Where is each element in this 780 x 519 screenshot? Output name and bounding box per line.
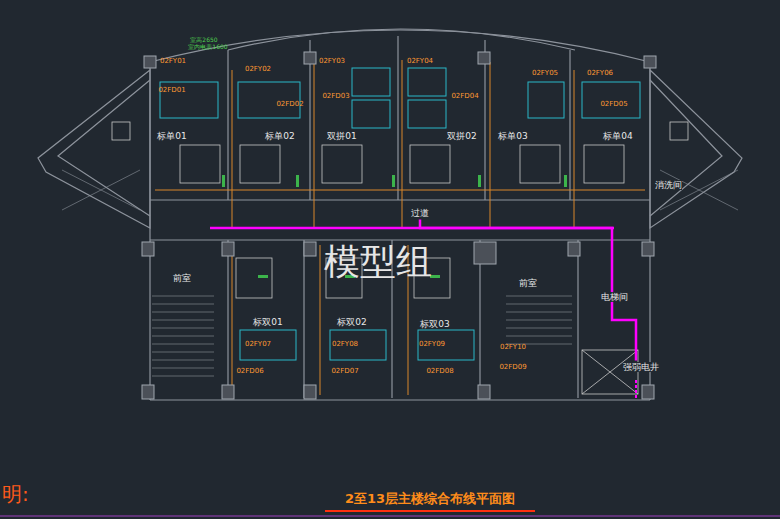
note-heading: 明: bbox=[2, 483, 29, 505]
outlet-code: 02FD02 bbox=[276, 101, 303, 109]
outlet-code: 02FD01 bbox=[158, 87, 185, 95]
outlet-code: 02FD04 bbox=[451, 93, 478, 101]
room-label: 标单01 bbox=[154, 130, 189, 143]
outlet-code: 02FY08 bbox=[332, 341, 358, 349]
room-label: 标单03 bbox=[495, 130, 530, 143]
room-name: 标单02 bbox=[265, 131, 294, 142]
room-label: 标双03 bbox=[417, 318, 452, 331]
room-name: 前室 bbox=[173, 273, 191, 284]
watermark: 模型组 bbox=[324, 242, 432, 282]
outlet-code: 02FD06 bbox=[236, 368, 263, 376]
room-name: 标单04 bbox=[603, 131, 632, 142]
outlet-code: 02FD09 bbox=[499, 364, 526, 372]
outlet-code: 02FD07 bbox=[331, 368, 358, 376]
note-text: 室内电表1600 bbox=[188, 44, 227, 51]
room-label: 双拼01 bbox=[324, 130, 359, 143]
room-label: 电梯间 bbox=[598, 291, 631, 304]
outlet-code: 02FD03 bbox=[322, 93, 349, 101]
room-label: 标单04 bbox=[600, 130, 635, 143]
room-label: 前室 bbox=[516, 277, 540, 290]
room-label: 双拼02 bbox=[444, 130, 479, 143]
room-name: 消洗间 bbox=[655, 180, 682, 191]
room-name: 标双02 bbox=[337, 317, 366, 328]
room-label: 标双02 bbox=[334, 316, 369, 329]
room-name: 电梯间 bbox=[601, 292, 628, 303]
room-name: 标单01 bbox=[157, 131, 186, 142]
outlet-code: 02FD08 bbox=[426, 368, 453, 376]
outlet-code: 02FY01 bbox=[160, 58, 186, 66]
outlet-code: 02FD05 bbox=[600, 101, 627, 109]
outlet-code: 02FY07 bbox=[245, 341, 271, 349]
drawing-title: 2至13层主楼综合布线平面图 bbox=[345, 490, 515, 508]
room-label: 前室 bbox=[170, 272, 194, 285]
room-name: 双拼01 bbox=[327, 131, 356, 142]
room-name: 强弱电井 bbox=[623, 362, 659, 373]
outlet-code: 02FY10 bbox=[500, 344, 526, 352]
outlet-code: 02FY03 bbox=[319, 58, 345, 66]
room-name: 前室 bbox=[519, 278, 537, 289]
room-name: 过道 bbox=[411, 208, 429, 219]
room-label: 强弱电井 bbox=[620, 361, 662, 374]
room-name: 双拼02 bbox=[447, 131, 476, 142]
room-label: 过道 bbox=[408, 207, 432, 220]
cable-route bbox=[420, 219, 636, 360]
note-text: 室高2650 bbox=[190, 37, 217, 44]
outlet-code: 02FY09 bbox=[419, 341, 445, 349]
outlet-code: 02FY05 bbox=[532, 70, 558, 78]
room-name: 标双01 bbox=[253, 317, 282, 328]
room-label: 标双01 bbox=[250, 316, 285, 329]
outlet-code: 02FY06 bbox=[587, 70, 613, 78]
room-label: 标单02 bbox=[262, 130, 297, 143]
outlet-code: 02FY02 bbox=[245, 66, 271, 74]
room-label: 消洗间 bbox=[652, 179, 685, 192]
outlet-code: 02FY04 bbox=[407, 58, 433, 66]
room-name: 标双03 bbox=[420, 319, 449, 330]
room-name: 标单03 bbox=[498, 131, 527, 142]
